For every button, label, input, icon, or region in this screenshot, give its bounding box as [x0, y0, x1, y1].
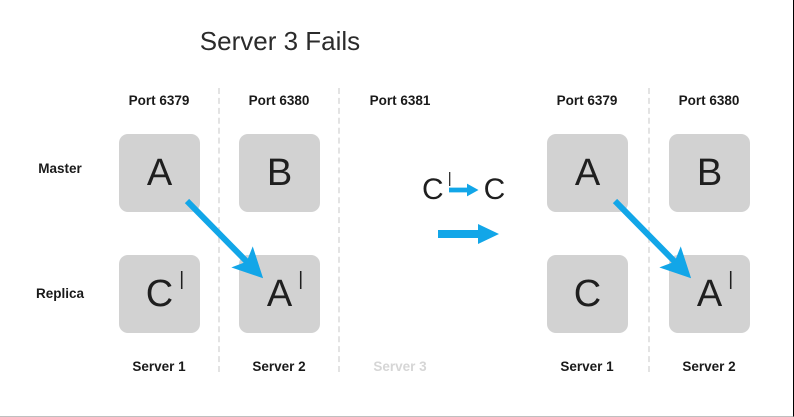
node-left-master-server2[interactable]: B [239, 134, 320, 212]
node-glyph: C [574, 275, 601, 313]
port-label-right-2: Port 6380 [678, 93, 740, 108]
node-glyph: A | [266, 270, 303, 315]
node-glyph: C | [145, 270, 184, 315]
node-glyph: A [147, 154, 172, 192]
node-glyph: B [267, 154, 292, 192]
server-label-left-2: Server 2 [252, 359, 306, 374]
node-right-master-server1[interactable]: A [547, 134, 628, 212]
node-right-replica-server1[interactable]: C [547, 255, 628, 333]
node-left-master-server1[interactable]: A [119, 134, 200, 212]
server-label-right-2: Server 2 [682, 359, 736, 374]
node-prime-mark: | [179, 269, 185, 290]
node-left-replica-server2[interactable]: A | [239, 255, 320, 333]
server-label-left-1: Server 1 [132, 359, 186, 374]
node-letter: C [145, 273, 174, 315]
node-letter: A [146, 152, 173, 194]
port-label-right-1: Port 6379 [556, 93, 618, 108]
node-glyph: A [575, 154, 600, 192]
transition-from-letter: C [422, 173, 444, 206]
port-label-left-2: Port 6380 [248, 93, 310, 108]
transition-from-prime-mark: | [447, 170, 452, 187]
row-label-replica: Replica [35, 286, 85, 301]
node-letter: C [573, 273, 602, 315]
divider-left-2 [338, 88, 340, 372]
transition-legend: C | C [422, 171, 506, 206]
cluster-transition-arrow-icon [438, 222, 500, 251]
node-letter: A [266, 273, 293, 315]
node-glyph: A | [696, 270, 733, 315]
divider-left-1 [218, 88, 220, 372]
port-label-left-1: Port 6379 [128, 93, 190, 108]
node-right-master-server2[interactable]: B [669, 134, 750, 212]
server-label-right-1: Server 1 [560, 359, 614, 374]
node-prime-mark: | [298, 269, 304, 290]
node-letter: B [266, 152, 293, 194]
page-title: Server 3 Fails [199, 26, 361, 56]
node-right-replica-server2[interactable]: A | [669, 255, 750, 333]
node-letter: A [574, 152, 601, 194]
transition-from-glyph: C | [422, 171, 452, 206]
server-label-left-3: Server 3 [373, 359, 427, 374]
divider-right-1 [648, 88, 650, 372]
node-left-replica-server1[interactable]: C | [119, 255, 200, 333]
node-letter: A [696, 273, 723, 315]
row-label-master: Master [38, 161, 82, 176]
node-glyph: B [697, 154, 722, 192]
port-label-left-3: Port 6381 [369, 93, 431, 108]
right-arrow-icon [448, 183, 479, 197]
transition-to-letter: C [483, 173, 506, 206]
node-prime-mark: | [728, 269, 734, 290]
node-letter: B [696, 152, 723, 194]
transition-to-glyph: C [484, 175, 506, 205]
